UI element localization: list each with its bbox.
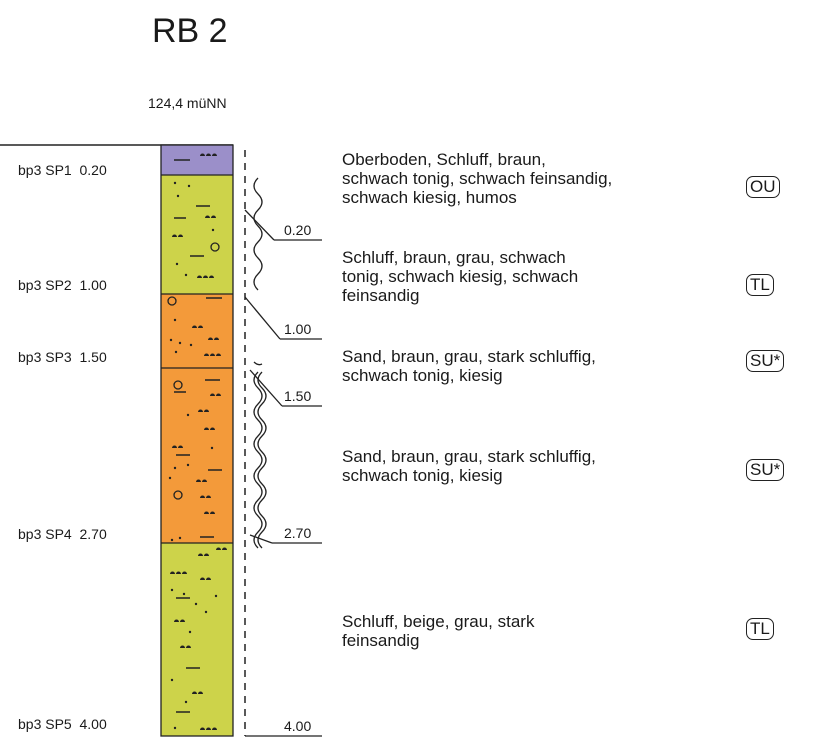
sample-label-sp4: bp3 SP4 2.70 — [18, 526, 107, 542]
sample-label-sp2: bp3 SP2 1.00 — [18, 277, 107, 293]
layer-description-2: Schluff, braun, grau, schwach tonig, sch… — [342, 248, 579, 305]
elevation-label: 124,4 müNN — [148, 95, 227, 111]
soil-code-badge: SU* — [746, 350, 785, 372]
layer-fill-ou — [161, 145, 233, 175]
depth-label-020: 0.20 — [284, 222, 312, 238]
layer-boundaries — [161, 174, 233, 544]
wavy-boundary-marks — [253, 177, 267, 549]
layer-fill-su-lower — [161, 368, 233, 543]
profile-title: RB 2 — [152, 12, 228, 50]
layer-description-1: Oberboden, Schluff, braun, schwach tonig… — [342, 150, 613, 207]
depth-label-270: 2.70 — [284, 525, 312, 541]
depth-label-100: 1.00 — [284, 321, 312, 337]
sample-label-sp5: bp3 SP5 4.00 — [18, 716, 107, 732]
layer-description-5: Schluff, beige, grau, stark feinsandig — [342, 612, 535, 650]
depth-label-150: 1.50 — [284, 388, 312, 404]
depth-label-400: 4.00 — [284, 718, 312, 734]
layer-description-4: Sand, braun, grau, stark schluffig, schw… — [342, 447, 596, 485]
column-border — [160, 144, 234, 737]
soil-code-badge: TL — [746, 618, 774, 640]
depth-underlines — [245, 239, 322, 737]
silt-dash-symbols — [174, 159, 222, 713]
clay-mound-symbols — [170, 153, 227, 730]
soil-code-badge: TL — [746, 274, 774, 296]
sample-label-sp1: bp3 SP1 0.20 — [18, 162, 107, 178]
layer-fill-su-upper — [161, 294, 233, 368]
sample-label-sp3: bp3 SP3 1.50 — [18, 349, 107, 365]
layer-description-3: Sand, braun, grau, stark schluffig, schw… — [342, 347, 596, 385]
layer-fill-tl-upper — [161, 175, 233, 294]
soil-code-badge: SU* — [746, 459, 785, 481]
gravel-circle-symbols — [167, 242, 220, 500]
sand-dot-symbols — [168, 181, 218, 730]
soil-code-badge: OU — [746, 176, 780, 198]
depth-connectors — [244, 209, 283, 544]
layer-fill-tl-lower — [161, 543, 233, 736]
